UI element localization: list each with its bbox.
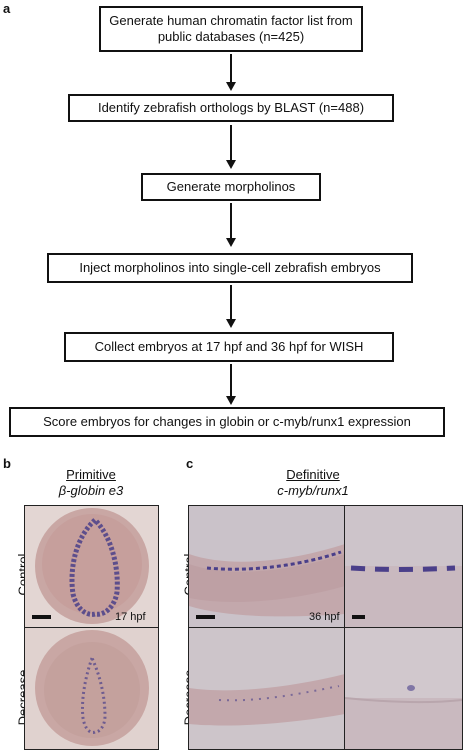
embryo-decrease-17hpf — [35, 630, 149, 746]
panel-c-decrease-image-highmag — [344, 627, 463, 750]
panel-c-control-image-lowmag: 36 hpf — [188, 505, 346, 629]
panel-c-letter: c — [186, 456, 194, 471]
panel-c-decrease-image-lowmag — [188, 627, 346, 750]
panel-b-letter: b — [3, 456, 11, 471]
flow-step-4-text: Inject morpholinos into single-cell zebr… — [79, 260, 381, 275]
flow-step-4: Inject morpholinos into single-cell zebr… — [47, 253, 413, 283]
panel-b-subtitle: β-globin e3 — [58, 483, 124, 498]
panel-b-time-label: 17 hpf — [115, 611, 146, 623]
flow-step-5-text: Collect embryos at 17 hpf and 36 hpf for… — [94, 339, 364, 354]
flow-step-1: Generate human chromatin factor list fro… — [99, 6, 363, 52]
panel-c-time-label: 36 hpf — [309, 611, 340, 623]
flow-step-1-text: Generate human chromatin factor list fro… — [109, 13, 353, 44]
flow-step-6-text: Score embryos for changes in globin or c… — [43, 414, 411, 429]
scale-bar-b — [32, 615, 51, 619]
tissue-control-36hpf-zoom — [345, 506, 462, 628]
scale-bar-c-lowmag — [196, 615, 215, 619]
panel-c-control-image-highmag — [344, 505, 463, 629]
flow-step-5: Collect embryos at 17 hpf and 36 hpf for… — [64, 332, 394, 362]
tissue-control-36hpf — [189, 544, 345, 617]
panel-b-decrease-image — [24, 627, 159, 750]
embryo-control-17hpf — [35, 508, 149, 624]
flow-step-3: Generate morpholinos — [141, 173, 321, 201]
panel-b-control-image: 17 hpf — [24, 505, 159, 629]
flow-step-6: Score embryos for changes in globin or c… — [9, 407, 445, 437]
panel-b-title: Primitive — [66, 467, 116, 482]
flow-step-3-text: Generate morpholinos — [166, 179, 296, 194]
panel-c-title: Definitive — [286, 467, 340, 482]
flow-step-2-text: Identify zebrafish orthologs by BLAST (n… — [97, 100, 365, 115]
tissue-decrease-36hpf — [189, 674, 345, 726]
panel-a-letter: a — [3, 1, 11, 16]
flow-step-2: Identify zebrafish orthologs by BLAST (n… — [68, 94, 394, 122]
tissue-decrease-36hpf-zoom — [345, 685, 462, 749]
panel-c-subtitle: c-myb/runx1 — [277, 483, 349, 498]
scale-bar-c-highmag — [352, 615, 365, 619]
